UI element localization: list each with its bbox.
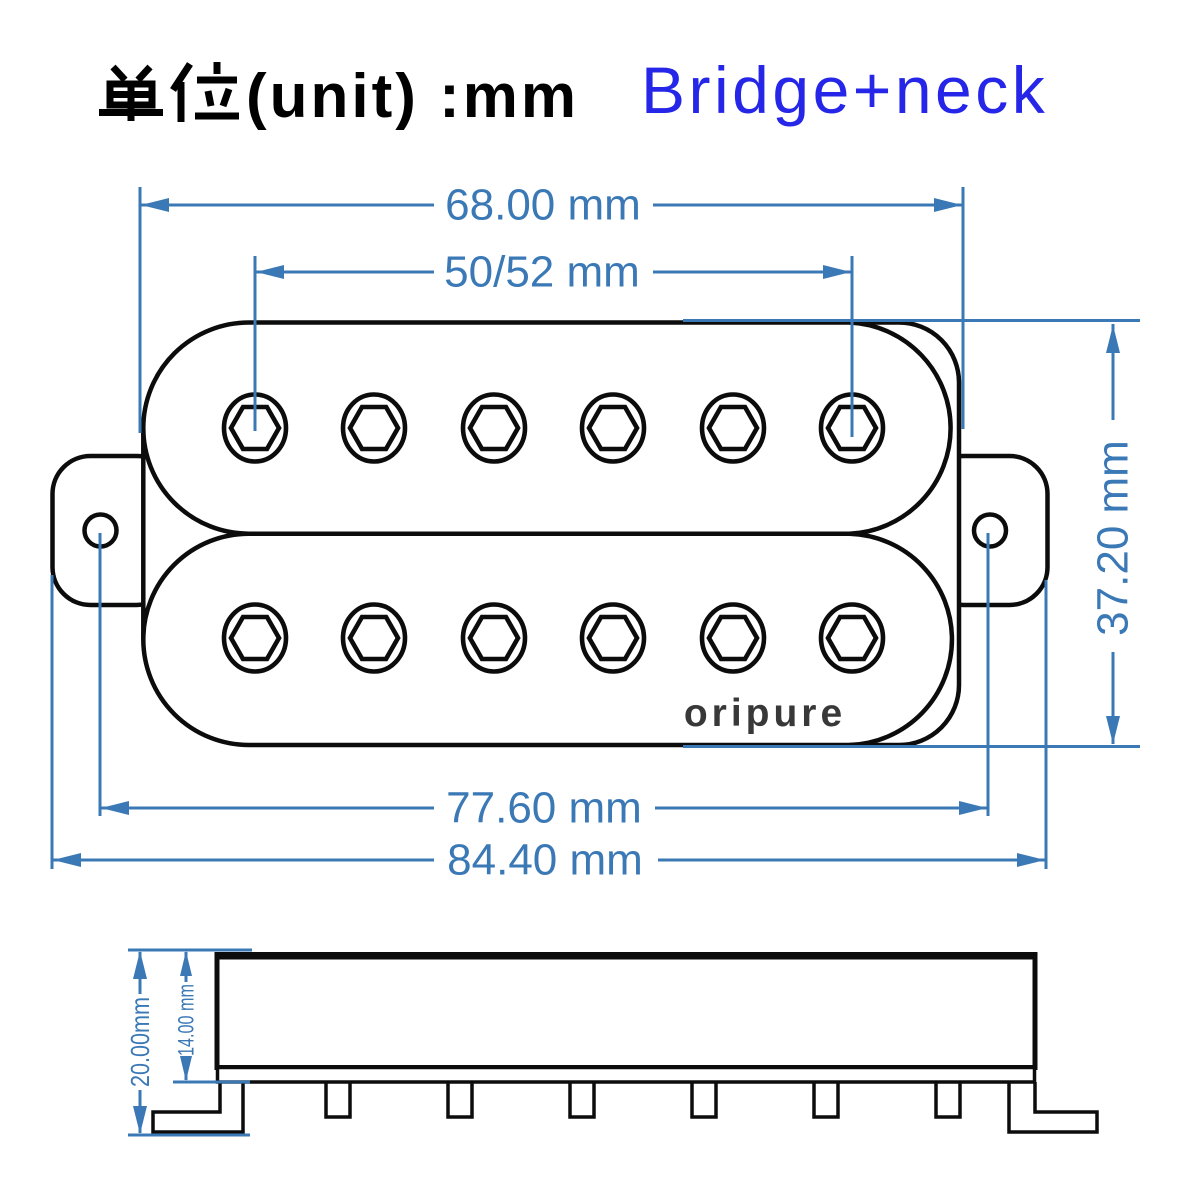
- dim-overall-width-label: 84.40 mm: [447, 836, 643, 885]
- bobbin-end-top-right: [849, 320, 953, 536]
- side-bracket-right: [1007, 1082, 1099, 1134]
- side-dimension-arrowheads: [133, 951, 192, 1134]
- mount-hole-right: [971, 512, 1009, 549]
- dim-overall-height-label: 20.00mm: [125, 997, 155, 1087]
- brand-logo: oripure: [684, 692, 846, 735]
- dim-body-height-label: 37.20 mm: [1089, 440, 1138, 636]
- bobbin-end-bottom-right: [849, 531, 955, 748]
- side-bracket-left: [151, 1082, 245, 1134]
- side-view-dimensions: 20.00mm 14.00 mm: [125, 948, 252, 1137]
- dim-cover-width-label: 68.00 mm: [445, 181, 641, 230]
- dim-7760-extensions: [98, 533, 990, 816]
- dim-base-height-label: 14.00 mm: [174, 984, 199, 1056]
- side-body: [214, 952, 1038, 1070]
- title-variant-label: Bridge+neck: [641, 53, 1048, 127]
- side-baseplate: [215, 1065, 1037, 1084]
- dim-pole-spacing-label: 50/52 mm: [444, 248, 640, 297]
- dim-hole-span-label: 77.60 mm: [446, 784, 642, 833]
- pickup-top-view: oripure: [50, 320, 1050, 748]
- pole-pieces-top-row: [221, 392, 886, 464]
- dim-5052-extensions: [253, 256, 854, 437]
- dim-68-extensions: [138, 187, 965, 433]
- pickup-side-view: [151, 952, 1099, 1134]
- side-legs: [324, 1082, 962, 1119]
- dimension-arrowheads: [53, 198, 1120, 867]
- pole-pieces-bottom-row: [221, 602, 886, 674]
- dim-3720-extensions: [683, 319, 1140, 748]
- dim-8440-extensions: [50, 575, 1048, 869]
- top-view-dimensions: 68.00 mm 50/52 mm 37.20 mm 77.60 mm 84.4…: [50, 181, 1140, 885]
- title-row: (unit) :mm Bridge+neck: [99, 53, 1048, 131]
- title-cn-unit-glyphs: [99, 62, 239, 122]
- title-unit-label: (unit) :mm: [246, 62, 579, 131]
